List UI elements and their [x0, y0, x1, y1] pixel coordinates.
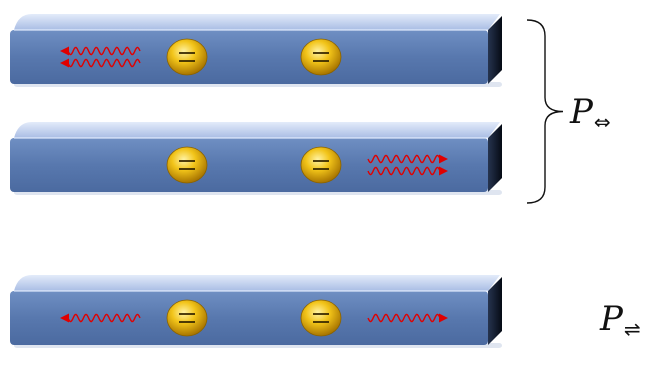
electron-ball [300, 299, 342, 337]
bar-front-face [10, 291, 488, 345]
electron-icon [166, 146, 208, 184]
photon-wave-line [367, 166, 441, 176]
photon-wave-2-1-0 [367, 313, 448, 323]
bar-end-face [488, 16, 502, 84]
photon-wave-0-0-0 [60, 46, 141, 56]
arrow-left-icon [60, 313, 69, 323]
curly-brace [526, 19, 564, 204]
photon-wave-line [67, 58, 141, 68]
bar-front-face [10, 30, 488, 84]
electron-ball [166, 38, 208, 76]
label-unidirectional-subscript: ⇌ [623, 317, 641, 341]
label-bidirectional-subscript: ⇔ [593, 110, 611, 134]
panel-2 [10, 122, 502, 195]
bar-top-face [14, 14, 500, 30]
bar-top-face [14, 122, 500, 138]
label-bidirectional: P⇔ [570, 92, 611, 132]
photon-wave-1-0-1 [367, 166, 448, 176]
arrow-left-icon [60, 58, 69, 68]
electron-ball [300, 146, 342, 184]
photon-wave-line [67, 46, 141, 56]
electron-icon [300, 38, 342, 76]
arrow-left-icon [60, 46, 69, 56]
bar-front-face [10, 138, 488, 192]
photon-wave-2-0-0 [60, 313, 141, 323]
panel-3 [10, 275, 502, 348]
electron-icon [166, 38, 208, 76]
photon-wave-0-0-1 [60, 58, 141, 68]
photon-wave-line [367, 313, 441, 323]
bar-end-face [488, 124, 502, 192]
photon-wave-line [367, 154, 441, 164]
arrow-right-icon [439, 154, 448, 164]
electron-icon [166, 299, 208, 337]
bar-end-face [488, 277, 502, 345]
panel-1 [10, 14, 502, 87]
label-bidirectional-symbol: P [570, 92, 593, 132]
arrow-right-icon [439, 313, 448, 323]
label-unidirectional-symbol: P [600, 299, 623, 339]
photon-wave-line [67, 313, 141, 323]
bar-top-face [14, 275, 500, 291]
arrow-right-icon [439, 166, 448, 176]
label-unidirectional: P⇌ [600, 299, 641, 339]
electron-icon [300, 146, 342, 184]
electron-ball [300, 38, 342, 76]
electron-icon [300, 299, 342, 337]
electron-ball [166, 299, 208, 337]
electron-ball [166, 146, 208, 184]
photon-wave-1-0-0 [367, 154, 448, 164]
